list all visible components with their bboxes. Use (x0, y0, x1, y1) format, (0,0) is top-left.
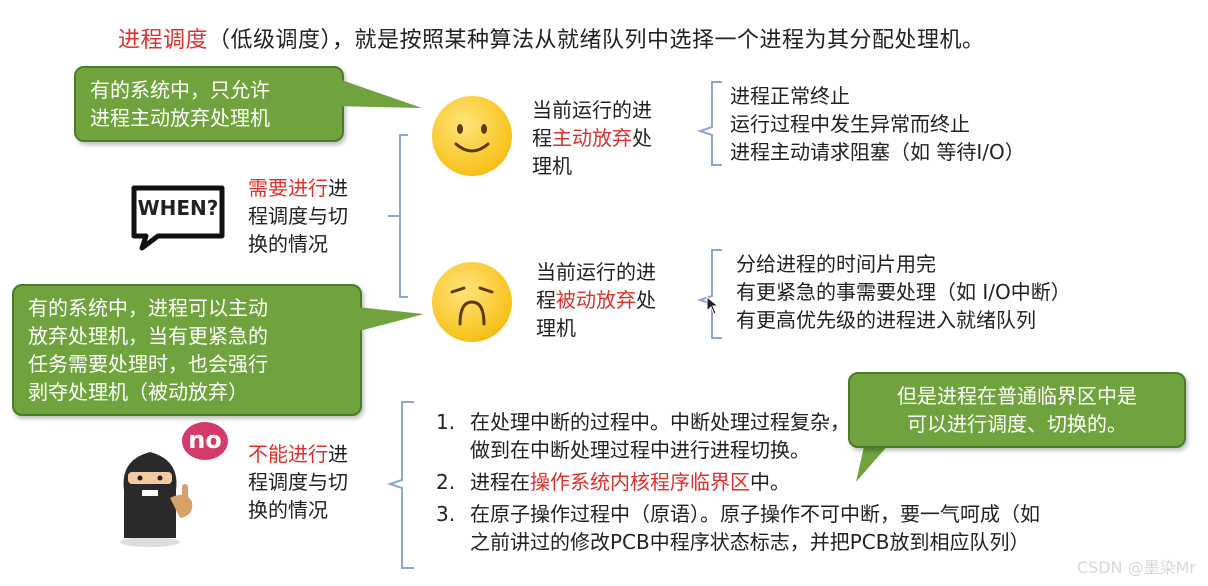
list-item: 2.进程在操作系统内核程序临界区中。 (436, 468, 1050, 496)
list-item: 进程主动请求阻塞（如 等待I/O） (730, 138, 1025, 166)
when-label: WHEN? (136, 196, 220, 220)
passive-line1: 当前运行的进 (536, 258, 706, 286)
active-brace (700, 82, 722, 165)
sad-face-icon (432, 262, 512, 342)
item-text: 之前讲过的修改PCB中程序状态标志，并把PCB放到相应队列） (436, 528, 1050, 556)
passive-line3: 理机 (536, 314, 706, 342)
item-number: 1. (436, 408, 470, 436)
bubble-line: 有的系统中，只允许 (90, 76, 328, 104)
active-reasons-list: 进程正常终止 运行过程中发生异常而终止 进程主动请求阻塞（如 等待I/O） (730, 82, 1025, 166)
cannot-scheduling-label: 不能进行进 程调度与切 换的情况 (248, 440, 388, 524)
list-item: 进程正常终止 (730, 82, 1025, 110)
ninja-no-illustration: no (110, 420, 230, 550)
bubble-critical-section: 但是进程在普通临界区中是 可以进行调度、切换的。 (848, 372, 1186, 448)
item-number: 2. (436, 468, 470, 496)
need-line3: 换的情况 (248, 230, 388, 258)
cannot-brace (390, 402, 414, 568)
item-text: 中。 (750, 470, 790, 494)
cannot-line3: 换的情况 (248, 496, 388, 524)
list-item: 运行过程中发生异常而终止 (730, 110, 1025, 138)
list-item: 有更紧急的事需要处理（如 I/O中断） (736, 278, 1071, 306)
list-item: 有更高优先级的进程进入就绪队列 (736, 306, 1071, 334)
cannot-highlight: 不能进行 (248, 442, 328, 466)
need-highlight: 需要进行 (248, 176, 328, 200)
bubble-line: 有的系统中，进程可以主动 (28, 294, 346, 322)
active-line2-post: 处 (632, 126, 652, 150)
watermark: CSDN @墨染Mr (1077, 554, 1196, 578)
passive-release-label: 当前运行的进 程被动放弃处 理机 (536, 258, 706, 342)
bubble-line: 任务需要处理时，也会强行 (28, 350, 346, 378)
no-badge: no (182, 422, 228, 460)
item-number: 3. (436, 500, 470, 528)
need-brace (388, 135, 408, 297)
active-line2-red: 主动放弃 (552, 126, 632, 150)
bubble-line: 放弃处理机，当有更紧急的 (28, 322, 346, 350)
bubble-line: 进程主动放弃处理机 (90, 104, 328, 132)
passive-line2-post: 处 (636, 288, 656, 312)
bubble-only-active: 有的系统中，只允许 进程主动放弃处理机 (74, 66, 344, 142)
need-scheduling-label: 需要进行进 程调度与切 换的情况 (248, 174, 388, 258)
smile-face-icon (432, 96, 512, 176)
passive-line2-pre: 程 (536, 288, 556, 312)
bubble-preemptive: 有的系统中，进程可以主动 放弃处理机，当有更紧急的 任务需要处理时，也会强行 剥… (12, 284, 362, 416)
passive-reasons-list: 分给进程的时间片用完 有更紧急的事需要处理（如 I/O中断） 有更高优先级的进程… (736, 250, 1071, 334)
active-line2-pre: 程 (532, 126, 552, 150)
bubble-tail (330, 70, 430, 120)
active-line3: 理机 (532, 152, 702, 180)
list-item: 3.在原子操作过程中（原语）。原子操作不可中断，要一气呵成（如 (436, 500, 1050, 528)
item-text: 进程在 (470, 470, 530, 494)
cannot-line1: 进 (328, 442, 348, 466)
when-badge: WHEN? (128, 184, 228, 246)
cursor-icon (706, 296, 720, 316)
item-text: 在原子操作过程中（原语）。原子操作不可中断，要一气呵成（如 (470, 502, 1040, 526)
cannot-line2: 程调度与切 (248, 468, 388, 496)
bubble-line: 但是进程在普通临界区中是 (864, 382, 1170, 410)
need-line2: 程调度与切 (248, 202, 388, 230)
list-item: 分给进程的时间片用完 (736, 250, 1071, 278)
need-line1: 进 (328, 176, 348, 200)
bubble-line: 可以进行调度、切换的。 (864, 410, 1170, 438)
bubble-tail (348, 300, 428, 340)
item-text-red: 操作系统内核程序临界区 (530, 470, 750, 494)
active-release-label: 当前运行的进 程主动放弃处 理机 (532, 96, 702, 180)
active-line1: 当前运行的进 (532, 96, 702, 124)
passive-line2-red: 被动放弃 (556, 288, 636, 312)
bubble-line: 剥夺处理机（被动放弃） (28, 378, 346, 406)
